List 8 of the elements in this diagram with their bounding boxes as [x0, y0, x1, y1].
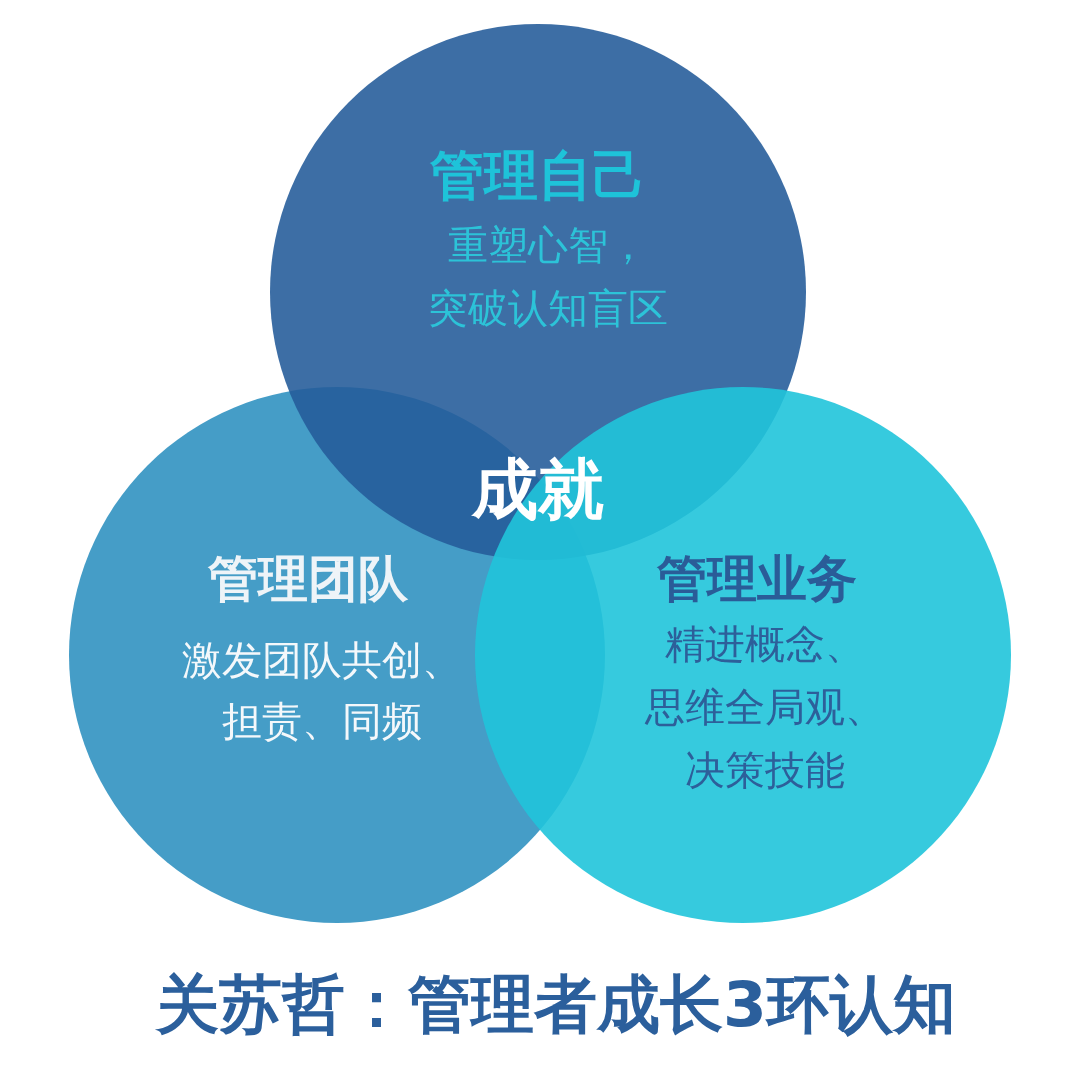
heading: 管理自己 — [430, 144, 646, 208]
heading: 管理业务 — [657, 549, 857, 609]
heading: 管理团队 — [208, 549, 408, 609]
description-text: 激发团队共创、担责、同频 — [182, 636, 462, 746]
description-text: 重塑心智，突破认知盲区 — [428, 221, 668, 333]
description-text: 精进概念、思维全局观、决策技能 — [645, 620, 885, 795]
caption: 关苏哲：管理者成长3环认知 — [156, 967, 956, 1043]
overlap-label: 成就 — [472, 450, 604, 530]
